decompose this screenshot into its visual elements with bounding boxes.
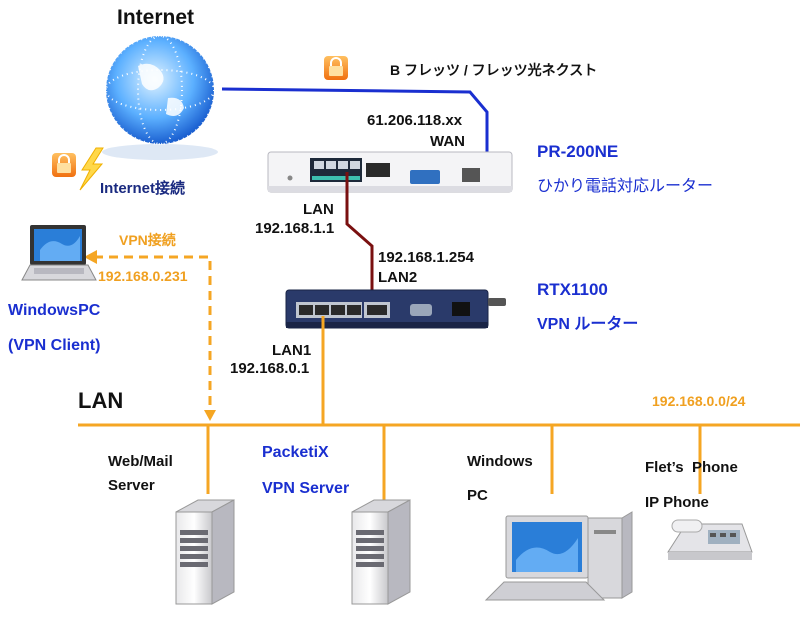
web-mail-server-line2: Server [108, 477, 155, 494]
phone-line1: Flet’s Phone [645, 459, 738, 476]
rtx1100-lan1-ip: 192.168.0.1 [230, 360, 310, 377]
router-icon [267, 151, 513, 193]
web-mail-server-line1: Web/Mail [108, 453, 173, 470]
pr200ne-lan-label: LAN [303, 201, 334, 218]
ip-phone-icon [667, 519, 753, 560]
desktop-pc-icon [484, 511, 633, 601]
wan-line [221, 87, 489, 170]
pr200ne-model: PR-200NE [537, 142, 619, 161]
server-icon [351, 499, 411, 605]
vpn-arrow-down [204, 410, 216, 421]
rtx1100-model: RTX1100 [537, 280, 608, 299]
vpn-label: VPN接続 [119, 232, 176, 248]
phone-line2: IP Phone [645, 494, 709, 511]
windows-pc-line2: PC [467, 487, 488, 504]
line-service-label: B フレッツ / フレッツ光ネクスト [390, 62, 598, 78]
rtx1100-description: VPN ルーター [537, 316, 639, 333]
lan-subnet: 192.168.0.0/24 [652, 393, 746, 409]
lightning-icon [79, 147, 104, 191]
rtx1100-lan1-label: LAN1 [272, 342, 312, 359]
internet-connection-label: Internet接続 [100, 180, 186, 197]
internet-title: Internet [117, 6, 195, 29]
rtx1100-lan2-ip: 192.168.1.254 [378, 249, 474, 266]
router-link-line [345, 172, 374, 306]
globe-icon [102, 35, 218, 160]
wan-label: WAN [430, 133, 465, 150]
packetix-server-line1: PacketiX [262, 444, 329, 461]
lan-label: LAN [78, 388, 124, 413]
vpn-tunnel-line [94, 255, 212, 412]
pr200ne-description: ひかり電話対応ルーター [537, 178, 714, 195]
lock-icon [324, 56, 348, 80]
windows-pc-client-name: WindowsPC [8, 302, 101, 319]
wan-ip: 61.206.118.xx [367, 112, 463, 129]
lock-icon [52, 153, 76, 177]
vpn-client-ip: 192.168.0.231 [98, 268, 188, 284]
rtx1100-lan2-label: LAN2 [378, 269, 418, 286]
pr200ne-lan-ip: 192.168.1.1 [255, 220, 335, 237]
server-icon [175, 499, 235, 605]
packetix-server-line2: VPN Server [262, 480, 350, 497]
laptop-icon [21, 225, 97, 281]
windows-pc-line1: Windows [467, 453, 533, 470]
windows-pc-client-role: (VPN Client) [8, 337, 101, 354]
router-icon [285, 289, 506, 329]
vpn-arrow-left [84, 250, 97, 264]
